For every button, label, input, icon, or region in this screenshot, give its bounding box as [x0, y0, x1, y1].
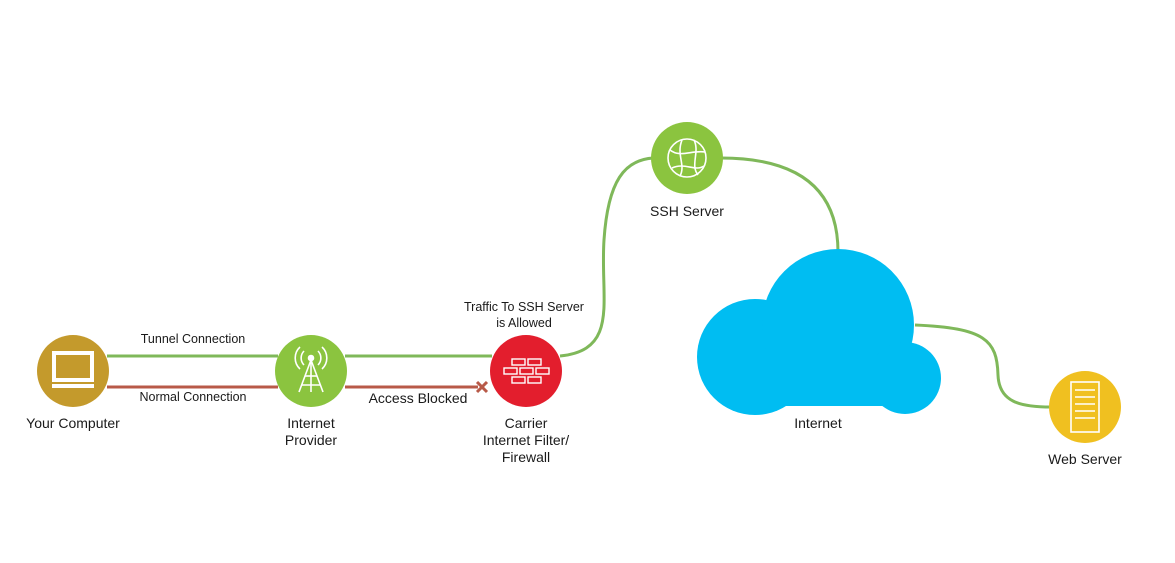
firewall-label-line1: Carrier — [505, 415, 548, 431]
node-web-server — [1049, 371, 1121, 443]
labels: Tunnel Connection Normal Connection Acce… — [26, 203, 1122, 467]
connections — [107, 156, 1052, 409]
normal-connection-label: Normal Connection — [140, 390, 247, 404]
tunnel-line-firewall-ssh — [559, 156, 654, 358]
monitor-icon — [52, 351, 94, 388]
brick-wall-icon — [503, 358, 550, 384]
antenna-tower-icon — [294, 346, 328, 393]
web-server-label: Web Server — [1048, 451, 1122, 467]
internet-provider-label-line2: Provider — [285, 432, 337, 448]
web-server-node-circle — [1049, 371, 1121, 443]
traffic-allowed-label-line2: is Allowed — [496, 316, 552, 330]
blocked-x-icon — [475, 380, 489, 394]
node-ssh-server — [651, 122, 723, 194]
internet-label: Internet — [794, 415, 842, 431]
your-computer-label: Your Computer — [26, 415, 120, 431]
firewall-label-line3: Firewall — [502, 449, 550, 465]
ssh-server-label: SSH Server — [650, 203, 724, 219]
firewall-node-circle — [490, 335, 562, 407]
node-firewall — [490, 335, 562, 407]
firewall-label-line2: Internet Filter/ — [483, 432, 569, 448]
traffic-allowed-label-line1: Traffic To SSH Server — [464, 300, 584, 314]
server-rack-icon — [1070, 381, 1100, 433]
node-internet-cloud — [697, 249, 941, 415]
cloud-icon — [697, 249, 941, 415]
internet-provider-label-line1: Internet — [287, 415, 335, 431]
node-your-computer — [37, 335, 109, 407]
access-blocked-label: Access Blocked — [369, 390, 468, 406]
globe-network-icon — [667, 138, 707, 178]
tunnel-line-internet-web — [914, 323, 1052, 409]
ssh-node-circle — [651, 122, 723, 194]
node-internet-provider — [275, 335, 347, 407]
tunnel-connection-label: Tunnel Connection — [141, 332, 246, 346]
tunnel-line-ssh-internet — [720, 156, 840, 253]
